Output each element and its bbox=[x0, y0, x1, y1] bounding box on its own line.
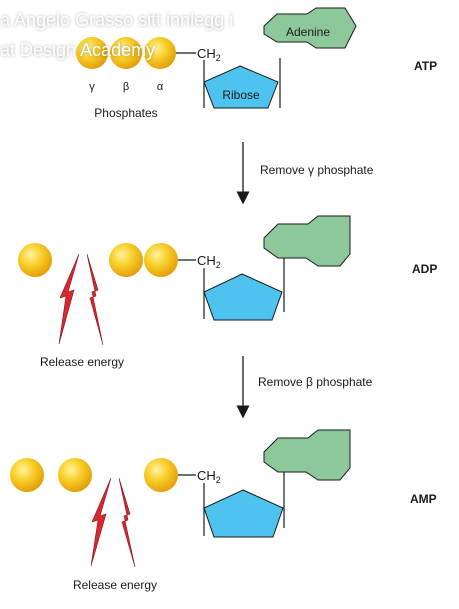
adenine-shape bbox=[263, 7, 357, 49]
phosphate-alpha bbox=[144, 458, 178, 492]
adenine-shape bbox=[263, 429, 351, 481]
phosphate-beta bbox=[110, 37, 142, 69]
phosphates-label: Phosphates bbox=[94, 106, 157, 120]
ch2-label: CH2 bbox=[197, 253, 221, 270]
ch2-label: CH2 bbox=[197, 46, 221, 63]
ribose-pentagon bbox=[203, 489, 284, 538]
remove-beta-label: Remove β phosphate bbox=[258, 375, 373, 389]
beta-label: β bbox=[123, 81, 129, 93]
ribose-pentagon bbox=[203, 273, 283, 321]
adenine-shape bbox=[263, 215, 351, 267]
atp-molecule: CH2 Ribose Adenine γ β α Phosphates ATP bbox=[76, 7, 437, 120]
released-phosphate bbox=[58, 458, 92, 492]
overlay-caption-line2: at Design Academy bbox=[0, 40, 156, 60]
alpha-label: α bbox=[157, 81, 164, 93]
amp-molecule: CH2 Release energy AMP bbox=[10, 429, 437, 592]
adp-label: ADP bbox=[412, 262, 437, 276]
step-remove-beta: Remove β phosphate bbox=[236, 356, 373, 419]
step-remove-gamma: Remove γ phosphate bbox=[236, 142, 374, 205]
gamma-label: γ bbox=[89, 81, 95, 93]
adp-molecule: CH2 Release energy ADP bbox=[18, 215, 437, 369]
released-phosphate bbox=[10, 458, 44, 492]
release-energy-label: Release energy bbox=[40, 355, 124, 369]
ribose-label: Ribose bbox=[222, 88, 260, 102]
release-energy-label: Release energy bbox=[73, 578, 157, 592]
ribose-pentagon bbox=[203, 65, 279, 109]
amp-label: AMP bbox=[410, 492, 437, 506]
ch2-label: CH2 bbox=[197, 468, 221, 485]
phosphate-gamma bbox=[76, 37, 108, 69]
adenine-label: Adenine bbox=[286, 25, 330, 39]
released-phosphate bbox=[18, 243, 52, 277]
phosphate-beta bbox=[109, 243, 143, 277]
lightning-bolt bbox=[86, 253, 104, 346]
remove-gamma-label: Remove γ phosphate bbox=[260, 163, 374, 177]
lightning-bolt bbox=[90, 477, 112, 567]
phosphate-alpha bbox=[144, 37, 176, 69]
atp-label: ATP bbox=[414, 59, 437, 73]
overlay-caption-line1: a Angelo Grasso sitt innlegg i bbox=[0, 10, 234, 30]
lightning-bolt bbox=[118, 477, 136, 568]
phosphate-alpha bbox=[144, 243, 178, 277]
lightning-bolt bbox=[58, 253, 80, 345]
